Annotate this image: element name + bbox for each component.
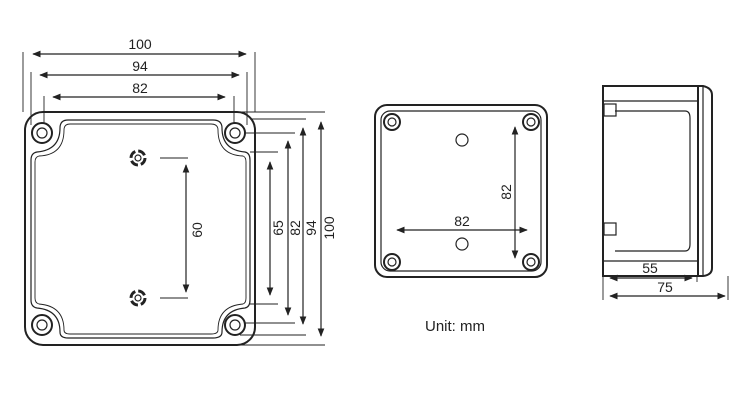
front-lid-seal [30,119,251,339]
center-hole-icon [455,133,469,147]
corner-hole-icon [383,113,540,271]
dim-label: 100 [321,216,337,240]
back-view: 82 82 [374,104,548,278]
dim-label: 94 [132,58,148,74]
front-inner-edge [34,123,247,335]
dim-label: 82 [498,184,514,200]
corner-screw-icon [31,122,246,336]
back-inner-outline [380,110,542,272]
dim-label: 60 [189,222,205,238]
mount-hole-icon [129,149,147,307]
dim-label: 100 [128,36,152,52]
center-hole-icon [455,237,469,251]
front-view: 100 94 82 60 65 82 94 100 [22,36,337,346]
extension-lines [22,52,325,346]
side-lid [698,85,713,277]
dim-label: 82 [287,220,303,236]
back-outer-outline [374,104,548,278]
side-base-body [602,85,699,277]
side-latch [603,103,617,117]
dim-label: 55 [642,260,658,276]
side-view: 55 75 [602,85,729,300]
dim-label: 82 [454,213,470,229]
dim-label: 65 [270,220,286,236]
side-inner-recess [615,110,691,252]
dim-label: 94 [303,220,319,236]
side-latch [603,222,617,236]
dim-label: 82 [132,80,148,96]
front-outer-outline [24,111,256,346]
unit-label: Unit: mm [425,318,485,335]
dim-label: 75 [657,279,673,295]
